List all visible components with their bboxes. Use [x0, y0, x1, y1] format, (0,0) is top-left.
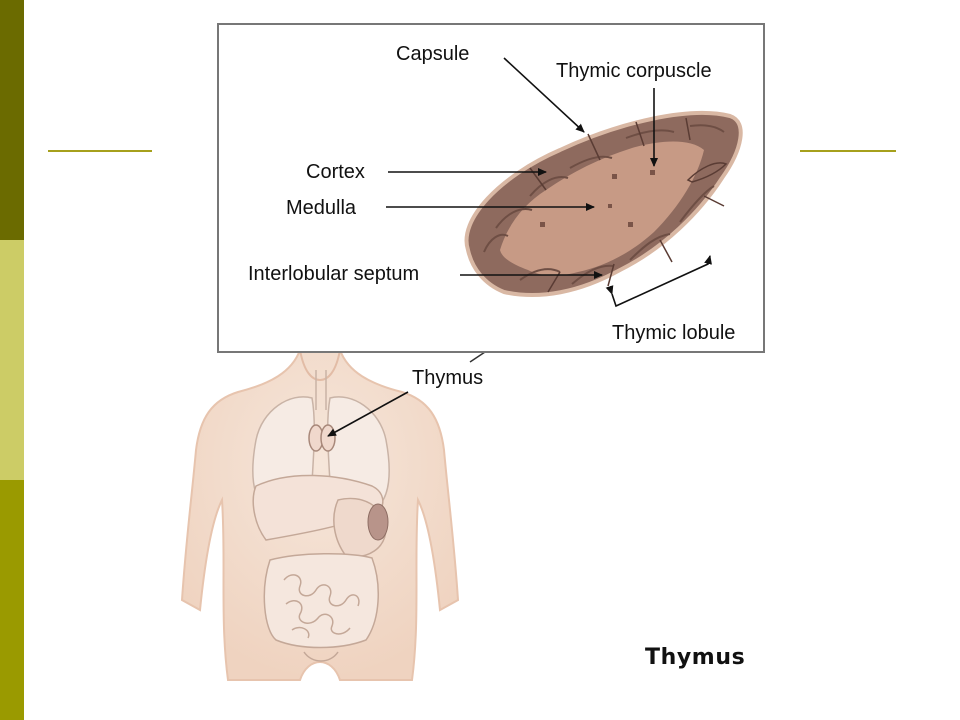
label-thymic-corpuscle: Thymic corpuscle	[556, 60, 712, 82]
leader-lines	[327, 57, 712, 437]
torso-illustration	[180, 349, 460, 681]
bladder	[303, 651, 339, 662]
label-cortex: Cortex	[306, 161, 365, 183]
label-medulla: Medulla	[286, 197, 357, 219]
label-thymic-lobule: Thymic lobule	[612, 322, 735, 344]
label-interlobular-septum: Interlobular septum	[248, 263, 419, 285]
label-thymus: Thymus	[412, 367, 483, 389]
cortex-texture	[483, 124, 725, 285]
trachea	[315, 370, 327, 410]
thymus-cross-section	[464, 111, 743, 298]
capsule-leader	[503, 57, 585, 133]
medulla-region	[500, 141, 704, 276]
accent-line-right	[800, 150, 896, 152]
thymic-corpuscles	[540, 170, 655, 227]
slide-side-bar-top	[0, 0, 24, 240]
curled-septum	[686, 162, 728, 183]
spleen	[367, 503, 389, 541]
label-capsule: Capsule	[396, 43, 469, 65]
neck-shadow	[299, 349, 341, 382]
small-intestine-coils	[283, 574, 360, 639]
large-intestine	[263, 552, 379, 649]
figure-caption: Thymus	[645, 645, 745, 670]
slide-side-bar-bottom	[0, 480, 24, 720]
thymus-leader	[327, 391, 409, 437]
slide-side-bar-middle	[0, 240, 24, 480]
accent-line-left	[48, 150, 152, 152]
thymic-lobule-bracket	[605, 255, 712, 308]
